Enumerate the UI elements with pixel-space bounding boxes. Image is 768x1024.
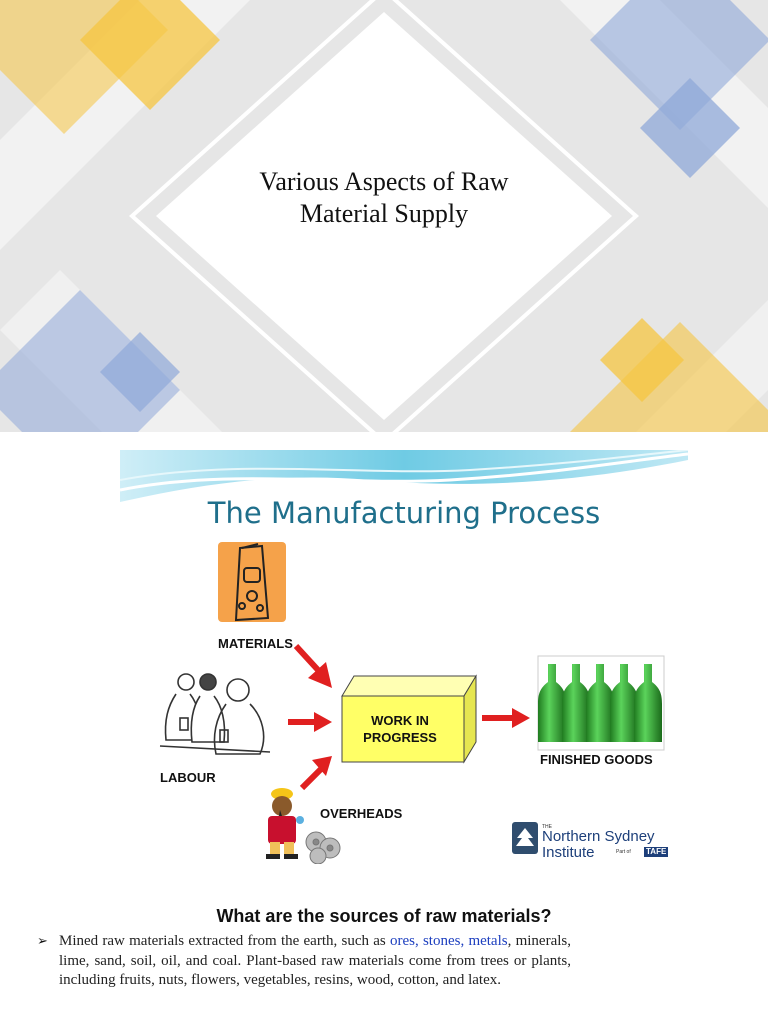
title-slide-decor bbox=[0, 0, 768, 432]
sources-paragraph: Mined raw materials extracted from the e… bbox=[59, 932, 571, 991]
overheads-worker-icon bbox=[266, 788, 304, 859]
sources-text-part-1: Mined raw materials extracted from the e… bbox=[59, 933, 390, 949]
materials-bag-icon bbox=[218, 542, 286, 622]
slide-title-line-2: Material Supply bbox=[299, 199, 469, 228]
arrow-overheads bbox=[299, 756, 332, 791]
wip-line-1: WORK IN bbox=[371, 713, 429, 728]
gears-icon bbox=[305, 831, 341, 864]
arrow-labour bbox=[288, 712, 332, 732]
logo-part-of: Part of bbox=[616, 849, 631, 855]
sources-text-highlight: ores, stones, metals bbox=[389, 933, 508, 949]
sources-heading: What are the sources of raw materials? bbox=[216, 906, 552, 926]
institute-logo: THE Northern Sydney Institute Part of TA… bbox=[506, 814, 674, 861]
arrow-finished bbox=[482, 708, 530, 728]
slide-title: Various Aspects of Raw Material Supply bbox=[184, 166, 584, 230]
wip-line-2: PROGRESS bbox=[363, 730, 437, 745]
work-in-progress-box bbox=[341, 674, 477, 764]
labour-workers-icon bbox=[159, 673, 271, 755]
label-materials: MATERIALS bbox=[218, 636, 293, 651]
institute-logo-crest bbox=[512, 822, 538, 854]
manufacturing-title: The Manufacturing Process bbox=[207, 496, 601, 530]
finished-goods-bottles-icon bbox=[537, 655, 665, 751]
manufacturing-diagram bbox=[120, 450, 688, 864]
header-wave bbox=[120, 450, 688, 502]
title-slide: Various Aspects of Raw Material Supply bbox=[0, 0, 768, 432]
label-finished-goods: FINISHED GOODS bbox=[540, 752, 653, 767]
logo-tafe: TAFE bbox=[644, 847, 669, 857]
slide-title-line-1: Various Aspects of Raw bbox=[259, 167, 509, 196]
sources-text-part-2: , minerals, lime, sand, soil, oil, and c… bbox=[59, 933, 572, 988]
logo-name-line-2: Institute bbox=[542, 844, 595, 861]
logo-name-line-1: Northern Sydney bbox=[542, 828, 655, 845]
label-work-in-progress: WORK IN PROGRESS bbox=[350, 712, 450, 746]
bullet-arrow-icon: ➢ bbox=[37, 934, 48, 949]
arrow-materials bbox=[293, 643, 332, 688]
logo-the: THE bbox=[542, 824, 552, 830]
manufacturing-slide: The Manufacturing Process MATERIALS LABO… bbox=[120, 450, 688, 864]
label-overheads: OVERHEADS bbox=[320, 806, 403, 821]
label-labour: LABOUR bbox=[160, 770, 216, 785]
